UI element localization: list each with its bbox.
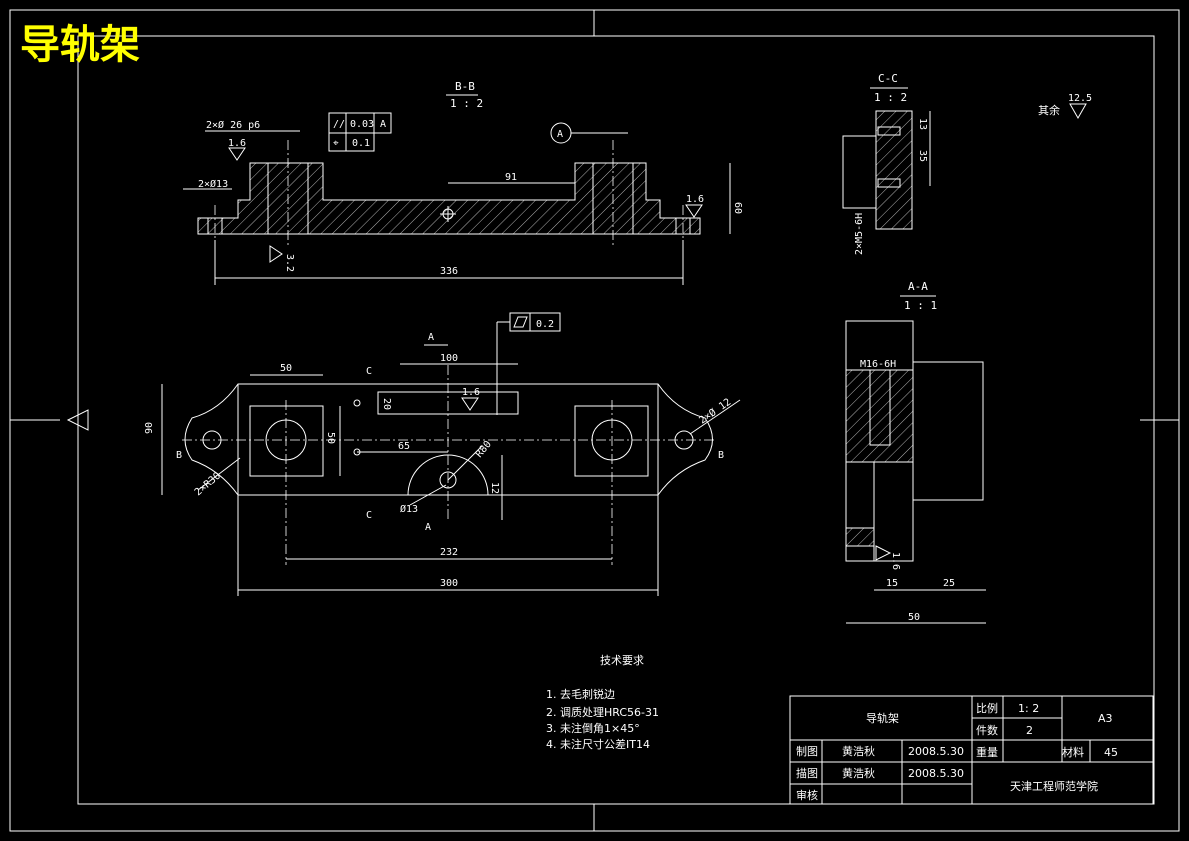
tech-req-item: 3. 未注倒角1×45° bbox=[546, 721, 640, 735]
bb-tol-parallel-ref: A bbox=[380, 119, 386, 130]
view-aa-label: A-A bbox=[908, 280, 928, 293]
plan-dim-50b: 50 bbox=[325, 432, 336, 444]
plan-r80: R80 bbox=[474, 439, 494, 460]
bb-hole-dim: 2×Ø 26 p6 bbox=[206, 119, 260, 131]
tb-name: 导轨架 bbox=[866, 711, 899, 725]
bb-dim-60: 60 bbox=[732, 202, 743, 214]
svg-text://: // bbox=[333, 119, 345, 130]
bb-ra3: 3.2 bbox=[284, 254, 295, 272]
aa-dim-25: 25 bbox=[943, 578, 955, 589]
title-block: 导轨架 比例 1: 2 件数 2 A3 重量 材料 45 制图 黄浩秋 2008… bbox=[789, 695, 1154, 805]
aa-ra: 1.6 bbox=[890, 552, 901, 570]
tb-checked-label: 审核 bbox=[796, 788, 818, 802]
bb-tol-parallel: 0.03 bbox=[350, 119, 374, 130]
tech-requirements: 技术要求 1. 去毛刺锐边 2. 调质处理HRC56-31 3. 未注倒角1×4… bbox=[546, 654, 659, 751]
view-cc-label: C-C bbox=[878, 72, 898, 85]
tb-material-value: 45 bbox=[1104, 746, 1118, 759]
tb-sheet: A3 bbox=[1098, 712, 1113, 725]
tb-material-label: 材料 bbox=[1062, 745, 1084, 759]
bb-body-section bbox=[197, 162, 701, 235]
view-aa-scale: 1 : 1 bbox=[904, 299, 937, 312]
bb-dim-336: 336 bbox=[440, 266, 458, 277]
plan-b-right: B bbox=[718, 450, 724, 461]
plan-dim-50: 50 bbox=[280, 363, 292, 374]
bb-tol-position: 0.1 bbox=[352, 138, 370, 149]
tb-school: 天津工程师范学院 bbox=[1010, 779, 1098, 793]
tb-scale-value: 1: 2 bbox=[1018, 702, 1039, 715]
plan-r30: 2×R30 bbox=[193, 471, 223, 499]
tb-drawn-by: 黄浩秋 bbox=[842, 744, 875, 758]
view-cc-scale: 1 : 2 bbox=[874, 91, 907, 104]
plan-c-top: C bbox=[366, 366, 372, 377]
aa-dim-15: 15 bbox=[886, 578, 898, 589]
drawing-title: 导轨架 bbox=[20, 22, 140, 68]
plan-ra: 1.6 bbox=[462, 387, 480, 398]
aa-thread-dim: M16-6H bbox=[860, 359, 896, 370]
tech-req-item: 1. 去毛刺锐边 bbox=[546, 687, 615, 701]
plan-dim-100: 100 bbox=[440, 353, 458, 364]
plan-dim-300: 300 bbox=[440, 578, 458, 589]
plan-dim-232: 232 bbox=[440, 547, 458, 558]
section-aa-view: A-A 1 : 1 M16-6H 1.6 15 25 50 bbox=[845, 280, 986, 624]
tech-req-item: 2. 调质处理HRC56-31 bbox=[546, 706, 659, 719]
bb-datum-a: A bbox=[557, 129, 563, 140]
aa-dim-50: 50 bbox=[908, 612, 920, 623]
plan-a-top: A bbox=[428, 332, 434, 343]
tb-scale-label: 比例 bbox=[976, 701, 998, 715]
bb-small-hole-dim: 2×Ø13 bbox=[198, 178, 228, 190]
plan-flat-tol: 0.2 bbox=[536, 319, 554, 330]
tb-qty-value: 2 bbox=[1026, 724, 1033, 737]
view-bb-scale: 1 : 2 bbox=[450, 97, 483, 110]
plan-c-bot: C bbox=[366, 510, 372, 521]
tb-drawn-date: 2008.5.30 bbox=[908, 745, 964, 758]
bb-ra2: 1.6 bbox=[686, 194, 704, 205]
tb-traced-by: 黄浩秋 bbox=[842, 766, 875, 780]
section-cc-view: C-C 1 : 2 13 35 2×M5-6H bbox=[842, 72, 931, 255]
tb-traced-label: 描图 bbox=[796, 766, 818, 780]
plan-dim-12: 12 bbox=[489, 482, 500, 494]
plan-dim-65: 65 bbox=[398, 441, 410, 452]
plan-b-left: B bbox=[176, 450, 182, 461]
tb-qty-label: 件数 bbox=[976, 724, 998, 737]
cc-thread-dim: 2×M5-6H bbox=[854, 213, 865, 255]
plan-dim-90: 90 bbox=[144, 422, 155, 434]
tech-req-item: 4. 未注尺寸公差IT14 bbox=[546, 737, 650, 751]
bb-ra1: 1.6 bbox=[228, 138, 246, 149]
tb-drawn-label: 制图 bbox=[796, 745, 818, 758]
cc-dim-35: 35 bbox=[917, 150, 928, 162]
cc-dim-13: 13 bbox=[917, 118, 928, 130]
surface-other-label: 其余 bbox=[1038, 103, 1060, 117]
plan-dim-20: 20 bbox=[381, 398, 392, 410]
plan-view: 0.2 A 100 50 C 20 1.6 90 50 65 R80 2×Ø 1… bbox=[144, 312, 741, 596]
orientation-mark bbox=[66, 409, 89, 431]
bb-dim-91: 91 bbox=[505, 172, 517, 183]
tb-traced-date: 2008.5.30 bbox=[908, 767, 964, 780]
plan-holes-12: 2×Ø 12 bbox=[697, 396, 733, 427]
view-bb-label: B-B bbox=[455, 80, 475, 93]
svg-text:⌖: ⌖ bbox=[333, 138, 339, 149]
plan-outline bbox=[184, 383, 713, 496]
plan-a-bot: A bbox=[425, 522, 431, 533]
section-bb-view: B-B 1 : 2 2×Ø 26 p6 1.6 2×Ø13 // 0.03 A … bbox=[183, 80, 743, 285]
tech-req-title: 技术要求 bbox=[600, 654, 644, 667]
plan-dim-13: Ø13 bbox=[400, 503, 418, 515]
surface-other-value: 12.5 bbox=[1068, 93, 1092, 104]
tb-weight-label: 重量 bbox=[976, 745, 998, 759]
